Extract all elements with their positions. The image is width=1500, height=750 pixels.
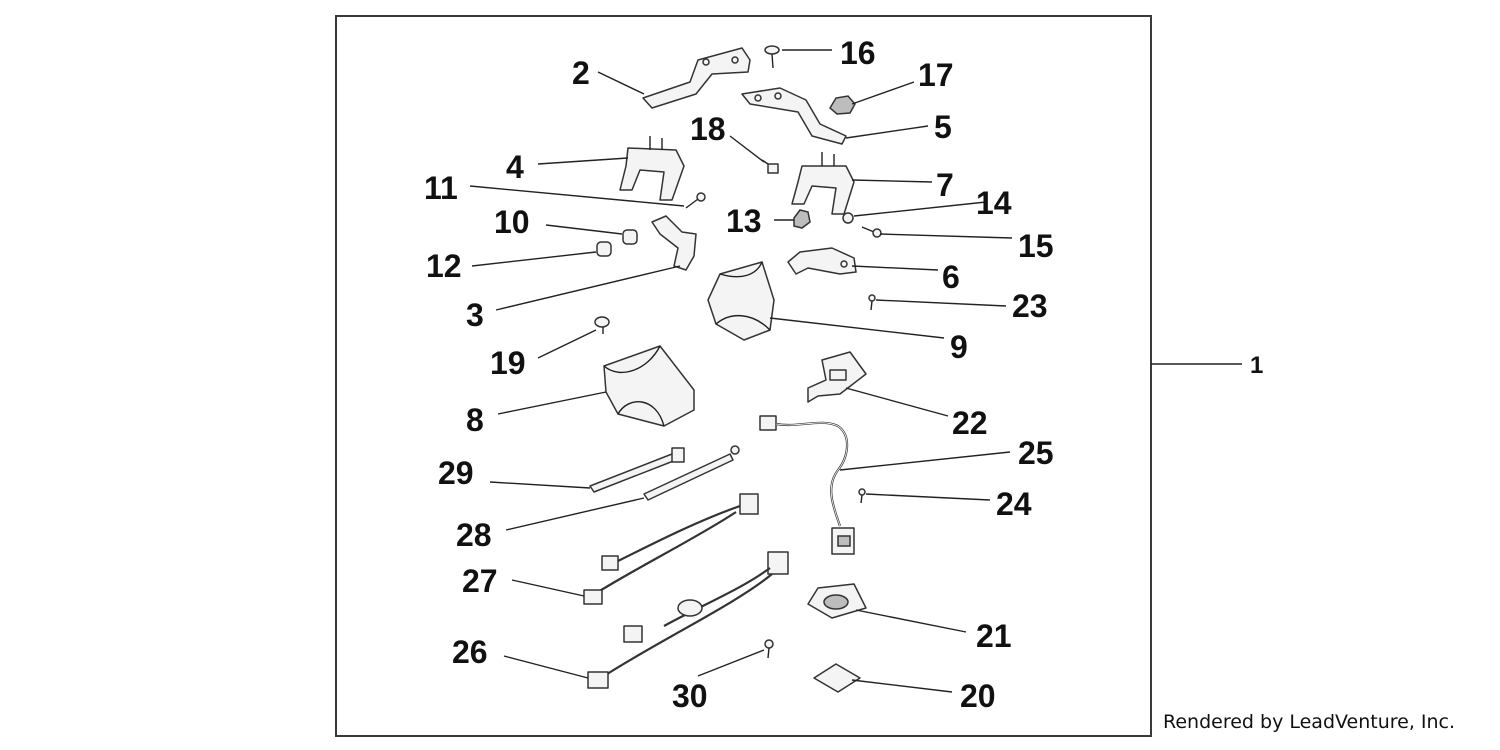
- callout-3: 3: [466, 297, 484, 333]
- part-2-bracket: [642, 47, 751, 109]
- part-29-tie: [589, 447, 685, 493]
- callout-12: 12: [426, 248, 462, 284]
- callout-19: 19: [490, 345, 526, 381]
- callout-8: 8: [466, 402, 484, 438]
- part-17-nut: [829, 95, 856, 115]
- leader-21: [855, 609, 967, 633]
- callout-25: 25: [1018, 435, 1054, 471]
- part-13-nut: [793, 209, 811, 229]
- callout-13: 13: [726, 203, 762, 239]
- callout-14: 14: [976, 185, 1012, 221]
- callout-4: 4: [506, 149, 524, 185]
- part-18-bolt: [761, 159, 779, 174]
- part-24-screw: [858, 488, 866, 504]
- leader-20: [851, 679, 953, 693]
- leader-23: [875, 299, 1007, 307]
- render-credit: Rendered by LeadVenture, Inc.: [1163, 711, 1456, 733]
- part-16-bolt: [764, 45, 780, 69]
- callout-30: 30: [672, 678, 708, 714]
- leader-7: [851, 179, 933, 183]
- part-30-screw: [764, 639, 774, 659]
- leader-4: [537, 157, 629, 165]
- part-28-tie: [643, 445, 740, 501]
- callout-17: 17: [918, 57, 954, 93]
- part-27-harness: [583, 493, 759, 605]
- callout-1: 1: [1250, 352, 1263, 379]
- part-10-collar: [622, 229, 638, 245]
- callout-28: 28: [456, 517, 492, 553]
- part-11-bolt: [685, 192, 706, 209]
- part-5-bracket: [741, 87, 847, 145]
- part-6-bracket: [787, 247, 857, 275]
- callout-21: 21: [976, 618, 1012, 654]
- part-3-stay: [651, 215, 697, 271]
- leader-6: [851, 265, 939, 271]
- part-14-washer: [842, 212, 854, 224]
- leader-12: [471, 251, 597, 267]
- callout-24: 24: [996, 486, 1032, 522]
- leader-14: [853, 201, 987, 217]
- callout-22: 22: [952, 405, 988, 441]
- callout-27: 27: [462, 563, 498, 599]
- part-19-screw: [594, 316, 610, 334]
- callout-5: 5: [934, 109, 952, 145]
- part-23-screw: [868, 294, 876, 311]
- part-8-housing: [603, 345, 695, 427]
- leader-29: [489, 481, 591, 489]
- callout-16: 16: [840, 35, 876, 71]
- part-15-screw: [861, 226, 882, 238]
- callout-23: 23: [1012, 288, 1048, 324]
- leader-19: [537, 329, 597, 359]
- callout-29: 29: [438, 455, 474, 491]
- callout-11: 11: [424, 170, 458, 206]
- leader-18: [729, 135, 765, 163]
- leader-10: [545, 224, 623, 235]
- part-4-bracket: [619, 136, 685, 201]
- part-25-harness: [759, 415, 855, 555]
- leader-9: [769, 317, 945, 339]
- callout-10: 10: [494, 204, 530, 240]
- leader-15: [879, 233, 1013, 239]
- leader-25: [839, 451, 1011, 471]
- callout-2: 2: [572, 55, 590, 91]
- leader-2: [597, 71, 645, 95]
- callout-7: 7: [936, 167, 954, 203]
- diagram-frame: [335, 15, 1152, 737]
- leader-28: [505, 497, 645, 531]
- leader-30: [697, 649, 765, 677]
- callout-26: 26: [452, 634, 488, 670]
- leader-24: [865, 493, 991, 501]
- leader-11: [469, 185, 685, 207]
- part-12-collar: [596, 241, 612, 257]
- part-21-cover: [807, 583, 867, 619]
- leader-3: [495, 265, 681, 311]
- callout-20: 20: [960, 678, 996, 714]
- part-26-harness: [587, 551, 789, 689]
- leader-22: [845, 387, 949, 417]
- leader-5: [845, 125, 929, 139]
- leader-27: [511, 579, 585, 597]
- part-9-housing: [707, 261, 775, 341]
- callout-9: 9: [950, 329, 968, 365]
- part-20-sheet: [813, 663, 861, 693]
- part-22-bracket: [807, 351, 867, 403]
- callout-18: 18: [690, 111, 726, 147]
- callout-15: 15: [1018, 228, 1054, 264]
- leader-8: [497, 391, 607, 415]
- leader-26: [503, 655, 589, 679]
- callout-6: 6: [942, 259, 960, 295]
- leader-17: [851, 81, 915, 105]
- part-7-bracket: [791, 152, 855, 215]
